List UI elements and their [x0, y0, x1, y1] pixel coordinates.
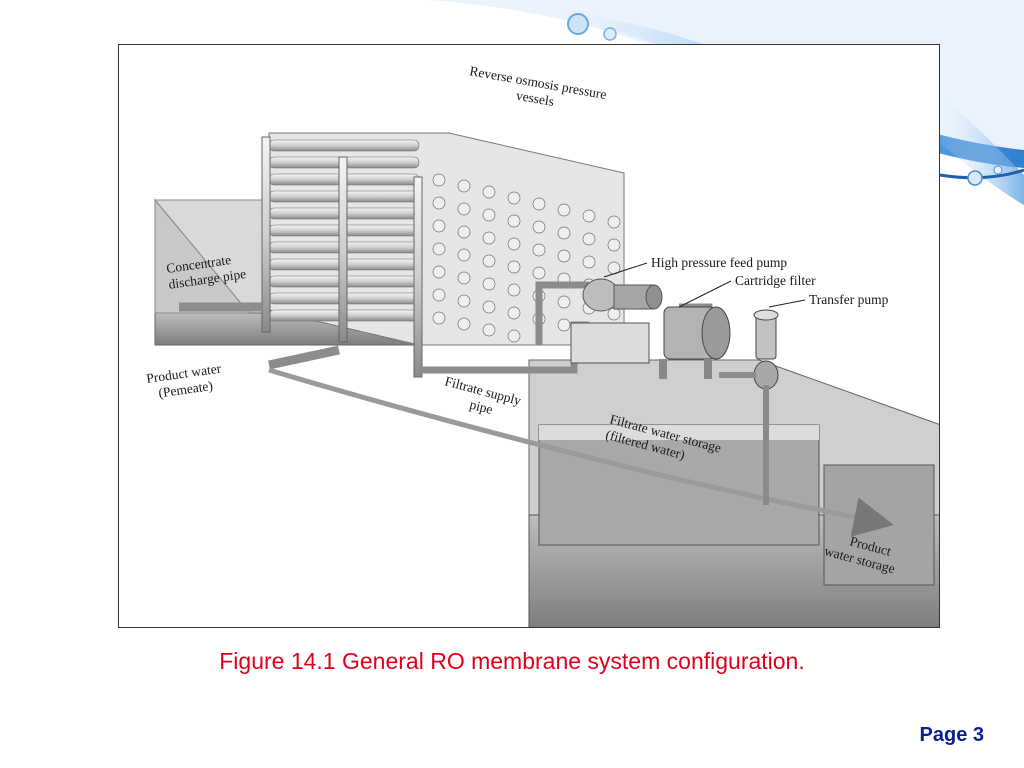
- transfer-pump: [719, 309, 779, 505]
- label-high-pressure-pump: High pressure feed pump: [651, 255, 787, 270]
- label-filtrate-supply: Filtrate supply pipe: [439, 373, 526, 424]
- concrete-tank: [528, 359, 939, 627]
- high-pressure-pump: [570, 278, 663, 364]
- label-pressure-vessels: Reverse osmosis pressure vessels: [466, 63, 611, 118]
- leader-lines: [603, 262, 806, 308]
- label-product-water: Product water (Pemeate): [145, 360, 227, 402]
- page-number: Page 3: [919, 724, 984, 746]
- pressure-vessel-rack: [261, 132, 625, 378]
- ro-system-illustration: Reverse osmosis pressure vessels High pr…: [145, 63, 939, 627]
- figure-caption: Figure 14.1 General RO membrane system c…: [219, 648, 805, 674]
- label-transfer-pump: Transfer pump: [809, 292, 889, 307]
- cartridge-filter: [659, 306, 731, 379]
- label-cartridge-filter: Cartridge filter: [735, 273, 816, 288]
- ro-system-figure: Reverse osmosis pressure vessels High pr…: [118, 44, 940, 628]
